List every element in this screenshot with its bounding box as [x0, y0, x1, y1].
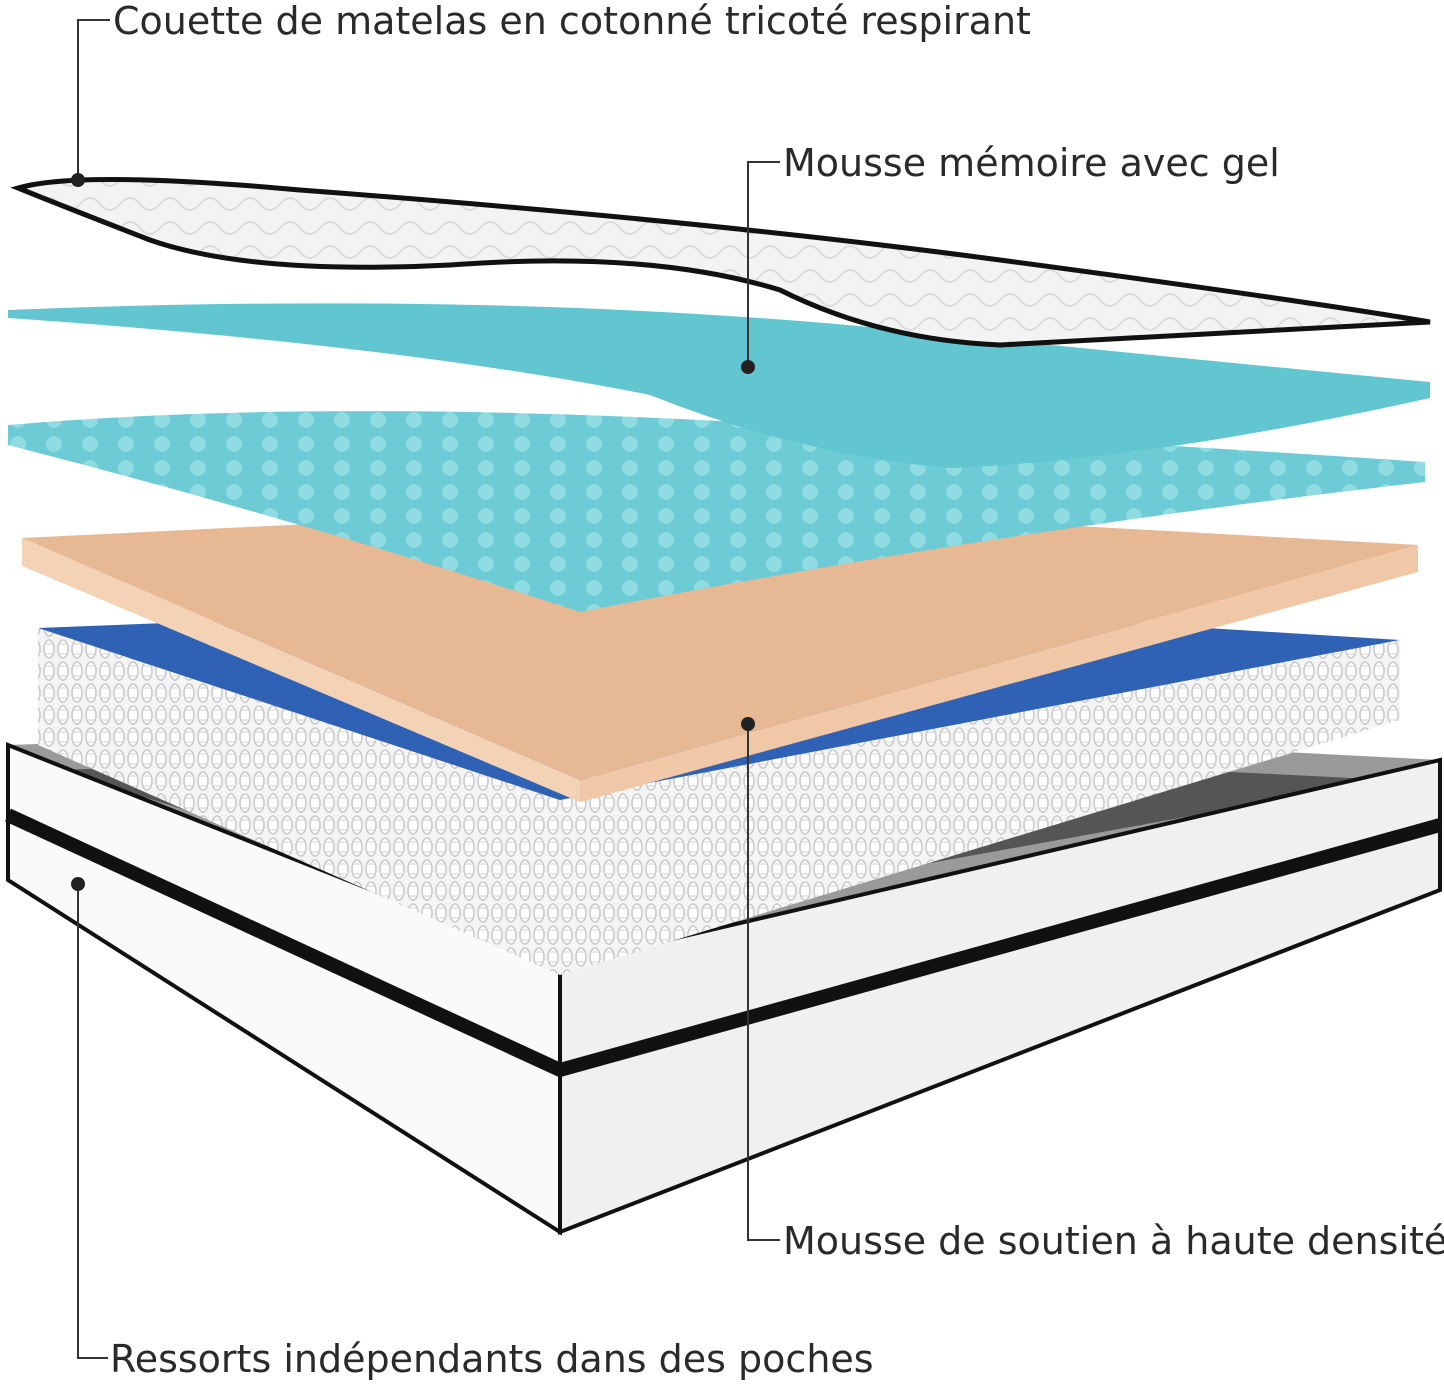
egg-crate-foam-layer	[8, 411, 1425, 612]
callout-dots	[71, 173, 755, 891]
label-gel-foam: Mousse mémoire avec gel	[783, 141, 1280, 185]
callout-lines	[77, 19, 780, 1359]
topper-layer	[10, 176, 1431, 348]
gel-foam-layer	[8, 303, 1430, 468]
support-foam-layer	[22, 505, 1418, 802]
label-topper: Couette de matelas en cotonné tricoté re…	[113, 0, 1031, 43]
label-springs: Ressorts indépendants dans des poches	[110, 1337, 874, 1381]
label-support-foam: Mousse de soutien à haute densité	[783, 1219, 1444, 1263]
